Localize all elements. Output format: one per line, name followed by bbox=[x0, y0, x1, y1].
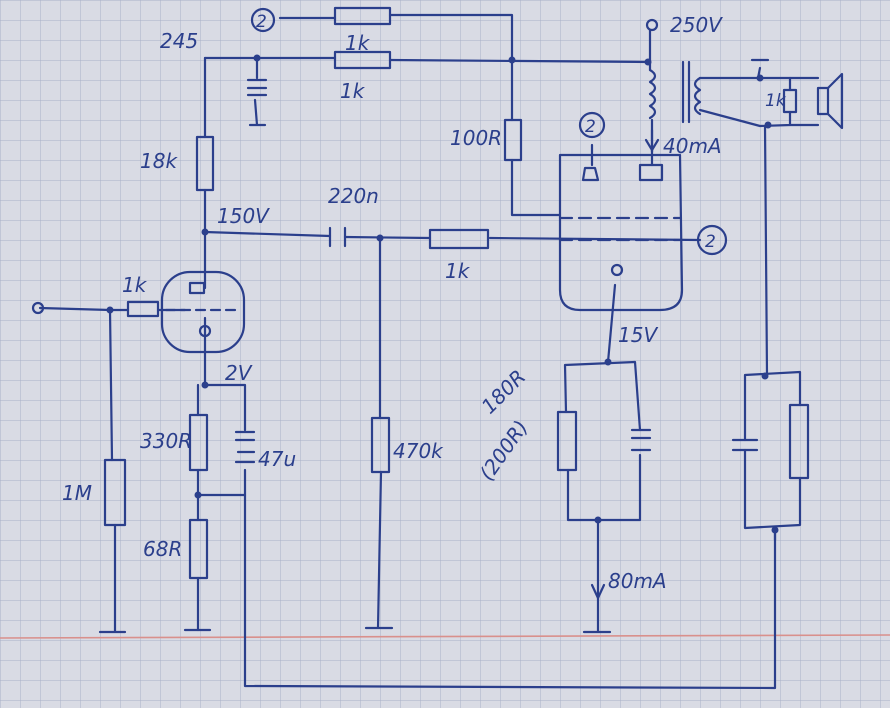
label-r-cathode-a: 330R bbox=[140, 429, 192, 453]
label-r-speaker-load: 1k bbox=[765, 91, 787, 111]
label-cathode-current: 80mA bbox=[608, 569, 667, 593]
label-r-470k: 470k bbox=[393, 439, 444, 463]
r-cathode-power bbox=[556, 410, 578, 472]
r-screen-drop bbox=[333, 50, 392, 70]
label-cathode-v: 2V bbox=[225, 361, 253, 385]
label-power-cathode-v: 15V bbox=[618, 323, 658, 347]
label-r-input-stopper: 1k bbox=[122, 273, 148, 297]
terminals bbox=[31, 18, 659, 315]
label-r-grid-stopper: 1k bbox=[445, 259, 471, 283]
r-100r bbox=[503, 118, 523, 162]
label-bypass-cap: 47u bbox=[258, 447, 296, 471]
junction-dots bbox=[106, 54, 779, 534]
label-r-screen-top: 1k bbox=[345, 31, 371, 55]
label-r-grid-leak: 1M bbox=[62, 481, 92, 505]
r-right-network bbox=[788, 403, 810, 480]
r-plate-load bbox=[195, 135, 215, 192]
resistor-symbols bbox=[103, 6, 810, 580]
speaker-icon bbox=[816, 72, 844, 130]
marker-tag-2: 2 bbox=[585, 117, 596, 137]
label-supply-250v: 250V bbox=[670, 13, 723, 37]
r-470k bbox=[370, 416, 391, 474]
r-speaker-load bbox=[782, 88, 798, 114]
label-coupling-cap: 220n bbox=[328, 184, 379, 208]
label-r-100r: 100R bbox=[450, 126, 502, 150]
capacitor-symbols bbox=[234, 78, 759, 464]
r-cathode-a bbox=[188, 413, 209, 472]
marker-tag-1: 2 bbox=[256, 12, 267, 32]
g2-markers bbox=[250, 7, 728, 256]
label-r-screen-drop: 1k bbox=[340, 79, 366, 103]
label-r-cathode-b: 68R bbox=[143, 537, 182, 561]
current-arrows bbox=[590, 583, 606, 600]
r-cathode-b bbox=[188, 518, 209, 580]
marker-tag-3: 2 bbox=[705, 232, 716, 252]
preamp-tube bbox=[160, 270, 246, 354]
label-screen-245: 245 bbox=[160, 29, 198, 53]
power-tube bbox=[558, 128, 684, 312]
label-plate-v: 150V bbox=[217, 204, 270, 228]
r-grid-stopper bbox=[428, 228, 490, 250]
margin-line bbox=[0, 634, 890, 639]
label-r-plate-load: 18k bbox=[140, 149, 178, 173]
r-input-stopper bbox=[126, 300, 160, 318]
r-grid-leak bbox=[103, 458, 127, 527]
output-transformer bbox=[648, 60, 702, 124]
label-plate-current: 40mA bbox=[663, 134, 722, 158]
r-screen-top bbox=[333, 6, 392, 26]
